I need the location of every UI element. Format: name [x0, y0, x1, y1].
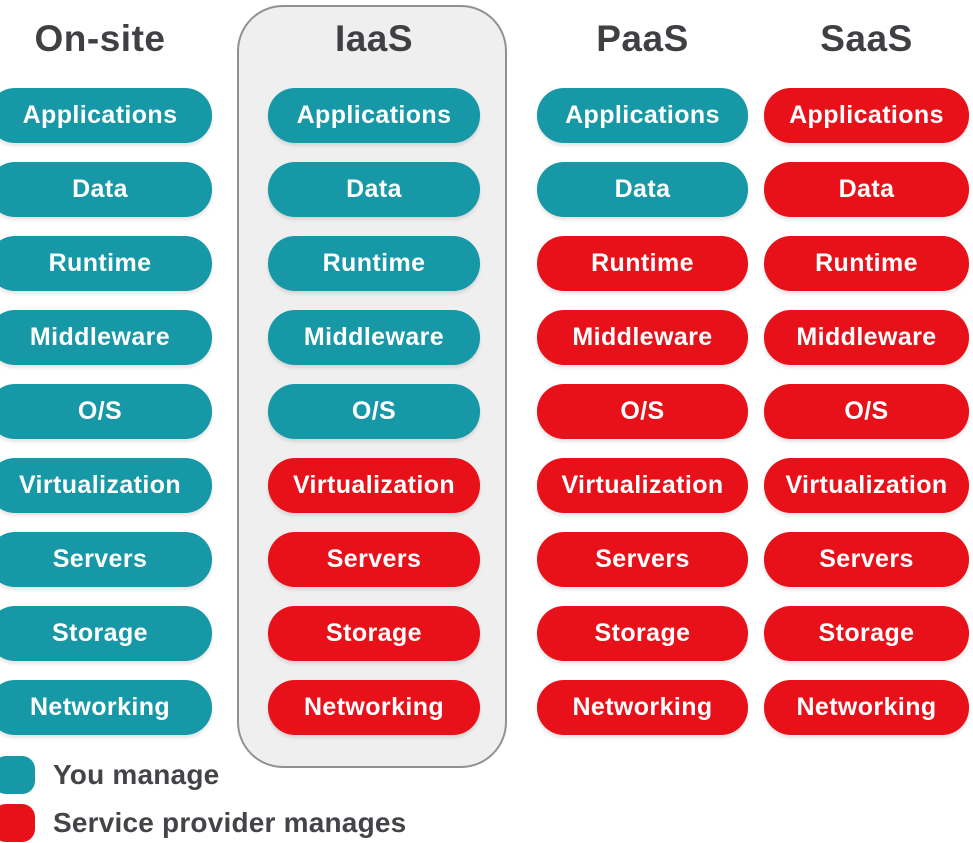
pill-iaas-o-s: O/S — [268, 384, 480, 439]
pill-iaas-runtime: Runtime — [268, 236, 480, 291]
provider-manages-swatch — [0, 804, 35, 842]
pill-saas-virtualization: Virtualization — [764, 458, 969, 513]
pill-saas-o-s: O/S — [764, 384, 969, 439]
pill-on-site-servers: Servers — [0, 532, 212, 587]
pill-saas-servers: Servers — [764, 532, 969, 587]
pill-on-site-middleware: Middleware — [0, 310, 212, 365]
pill-saas-storage: Storage — [764, 606, 969, 661]
pill-iaas-applications: Applications — [268, 88, 480, 143]
pill-paas-storage: Storage — [537, 606, 748, 661]
you-manage-swatch — [0, 756, 35, 794]
pill-on-site-data: Data — [0, 162, 212, 217]
pill-paas-servers: Servers — [537, 532, 748, 587]
pill-iaas-middleware: Middleware — [268, 310, 480, 365]
pill-iaas-networking: Networking — [268, 680, 480, 735]
legend-item-provider-manages: Service provider manages — [0, 804, 406, 842]
pill-paas-networking: Networking — [537, 680, 748, 735]
pill-paas-applications: Applications — [537, 88, 748, 143]
pill-on-site-networking: Networking — [0, 680, 212, 735]
pill-paas-data: Data — [537, 162, 748, 217]
pill-paas-runtime: Runtime — [537, 236, 748, 291]
column-header-iaas: IaaS — [334, 18, 414, 59]
pill-saas-data: Data — [764, 162, 969, 217]
pill-paas-virtualization: Virtualization — [537, 458, 748, 513]
legend-label-you-manage: You manage — [53, 759, 220, 790]
column-header-on-site: On-site — [34, 18, 166, 59]
column-header-saas: SaaS — [820, 18, 913, 59]
pill-on-site-runtime: Runtime — [0, 236, 212, 291]
pill-saas-middleware: Middleware — [764, 310, 969, 365]
column-header-paas: PaaS — [596, 18, 689, 59]
pill-iaas-virtualization: Virtualization — [268, 458, 480, 513]
pill-on-site-storage: Storage — [0, 606, 212, 661]
pill-saas-runtime: Runtime — [764, 236, 969, 291]
pill-saas-applications: Applications — [764, 88, 969, 143]
pill-iaas-data: Data — [268, 162, 480, 217]
pill-on-site-virtualization: Virtualization — [0, 458, 212, 513]
pill-on-site-applications: Applications — [0, 88, 212, 143]
legend-item-you-manage: You manage — [0, 756, 406, 794]
pill-saas-networking: Networking — [764, 680, 969, 735]
legend: You manage Service provider manages — [0, 756, 406, 843]
pill-paas-middleware: Middleware — [537, 310, 748, 365]
pill-iaas-servers: Servers — [268, 532, 480, 587]
legend-label-provider-manages: Service provider manages — [53, 807, 407, 838]
pill-paas-o-s: O/S — [537, 384, 748, 439]
pill-on-site-o-s: O/S — [0, 384, 212, 439]
pill-iaas-storage: Storage — [268, 606, 480, 661]
